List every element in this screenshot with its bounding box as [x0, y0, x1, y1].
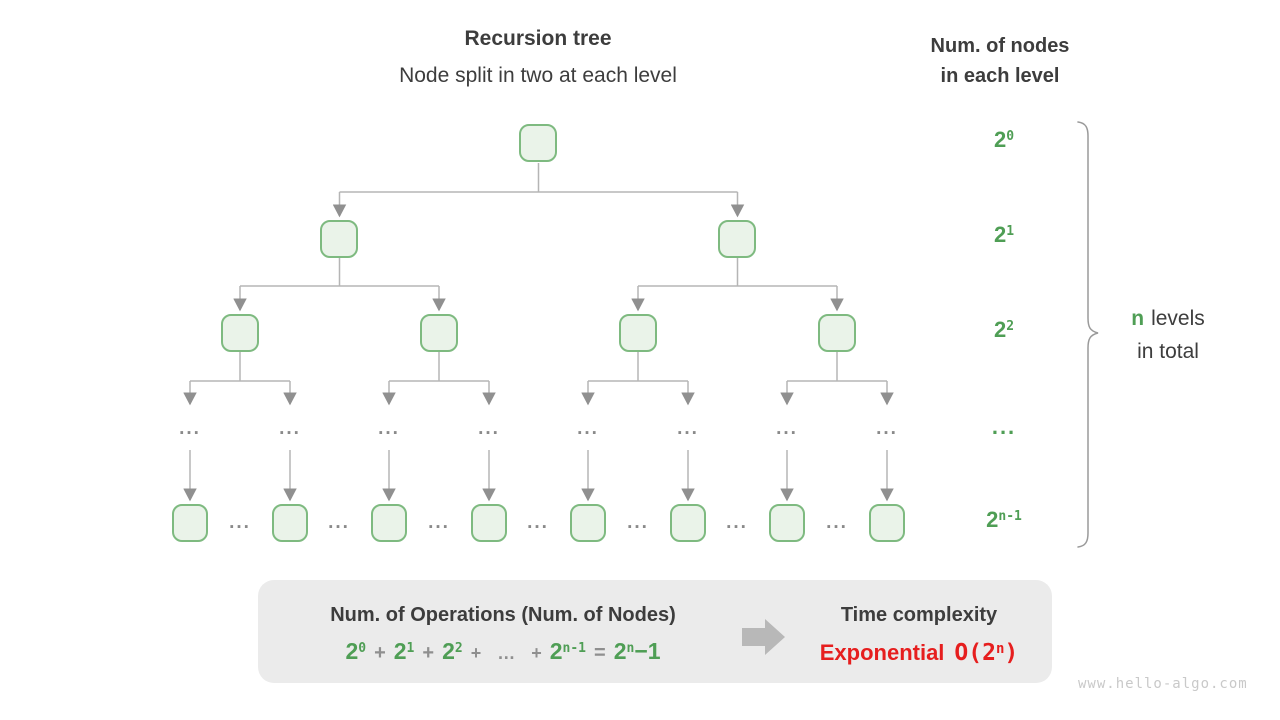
level-label-ellipsis: ...	[991, 414, 1017, 439]
tree-node-root	[519, 124, 557, 162]
tree-leaf-node	[769, 504, 805, 542]
tree-node	[221, 314, 259, 352]
tree-leaf-node	[172, 504, 208, 542]
tree-leaf-node	[272, 504, 308, 542]
leaf-ellipsis: ...	[527, 512, 549, 533]
leaf-ellipsis: ...	[428, 512, 450, 533]
level-label-2-1: 21	[993, 222, 1015, 247]
levels-brace	[1077, 121, 1099, 548]
leaf-ellipsis: ...	[726, 512, 748, 533]
tree-ellipsis: ...	[378, 418, 400, 439]
tree-ellipsis: ...	[577, 418, 599, 439]
operations-summary: Num. of Operations (Num. of Nodes) 20+21…	[272, 602, 734, 668]
tree-leaf-node	[670, 504, 706, 542]
page-title: Recursion tree	[464, 27, 612, 50]
summary-box: Num. of Operations (Num. of Nodes) 20+21…	[258, 580, 1052, 683]
complexity-title: Time complexity	[840, 604, 998, 626]
right-header-line1: Num. of nodes	[930, 35, 1070, 57]
leaf-ellipsis: ...	[826, 512, 848, 533]
watermark: www.hello-algo.com	[1078, 676, 1248, 692]
tree-leaf-node	[570, 504, 606, 542]
tree-ellipsis: ...	[478, 418, 500, 439]
tree-node	[718, 220, 756, 258]
tree-ellipsis: ...	[776, 418, 798, 439]
right-column-header: Num. of nodes in each level	[898, 31, 1102, 91]
level-label-2-2: 22	[993, 317, 1015, 342]
tree-ellipsis: ...	[876, 418, 898, 439]
operations-title: Num. of Operations (Num. of Nodes)	[330, 604, 676, 626]
leaf-ellipsis: ...	[229, 512, 251, 533]
n-symbol: n	[1131, 307, 1145, 330]
tree-node	[619, 314, 657, 352]
leaf-ellipsis: ...	[328, 512, 350, 533]
tree-leaf-node	[869, 504, 905, 542]
tree-node	[818, 314, 856, 352]
tree-leaf-node	[471, 504, 507, 542]
right-header-line2: in each level	[940, 65, 1060, 87]
tree-ellipsis: ...	[677, 418, 699, 439]
right-block-arrow-icon	[742, 619, 785, 655]
leaf-ellipsis: ...	[627, 512, 649, 533]
page-subtitle: Node split in two at each level	[399, 64, 677, 87]
tree-node	[320, 220, 358, 258]
tree-leaf-node	[371, 504, 407, 542]
tree-node	[420, 314, 458, 352]
operations-formula: 20+21+22+…+2n-1=2n−1	[345, 638, 661, 664]
tree-ellipsis: ...	[279, 418, 301, 439]
level-label-2-n-1: 2n-1	[986, 507, 1022, 532]
level-label-2-0: 20	[993, 127, 1015, 152]
tree-ellipsis: ...	[179, 418, 201, 439]
